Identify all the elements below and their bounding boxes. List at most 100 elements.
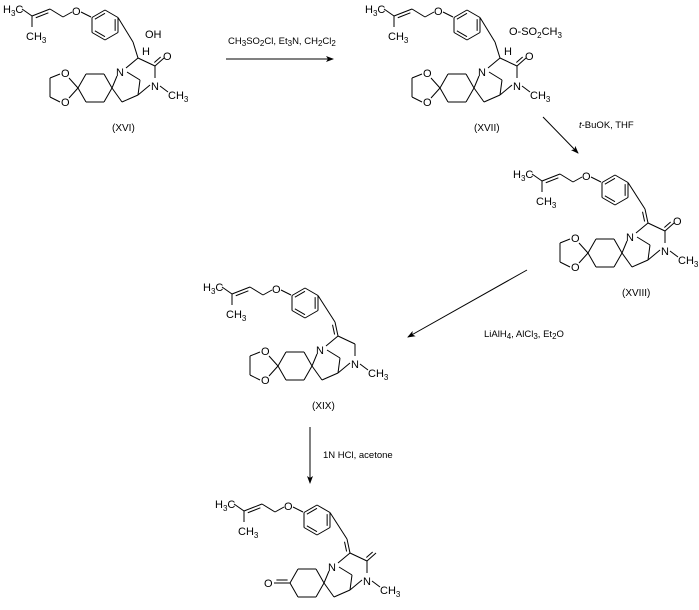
ring-double-bond (604, 195, 616, 203)
bond (317, 295, 336, 323)
bond (49, 96, 61, 103)
bond (499, 57, 518, 67)
bond (280, 289, 292, 296)
bond (233, 503, 245, 512)
bond (292, 506, 304, 513)
carbonyl-double-bond (664, 221, 671, 228)
carbonyl-double-bond (154, 57, 165, 67)
nitrogen: N (151, 81, 159, 93)
double-bond (35, 12, 49, 19)
bond (311, 365, 323, 381)
stereo-hydrogen: H (142, 46, 150, 58)
ketal-oxygen: O (423, 68, 432, 80)
ring-bond (466, 9, 481, 18)
cyclohexane-bond (103, 87, 113, 103)
bond (68, 87, 79, 99)
cyclohexane-bond (289, 582, 299, 598)
bond (121, 94, 139, 103)
exocyclic-double-bond (346, 538, 351, 554)
bond (62, 11, 73, 18)
bond (323, 570, 330, 584)
bond (349, 579, 363, 591)
bond (325, 335, 339, 347)
carbonyl-oxygen: O (673, 216, 682, 228)
ketal-oxygen: O (61, 68, 70, 80)
bridge-bond (337, 357, 341, 374)
ring-bond (304, 287, 319, 296)
nitrogen: N (363, 576, 371, 588)
bond (249, 351, 261, 357)
compound-label: (XVII) (474, 123, 500, 134)
ring-bond (291, 287, 306, 296)
ring-bond (601, 174, 616, 183)
bridge-bond (499, 79, 503, 96)
bond (499, 84, 513, 96)
n-methyl-label: CH3 (380, 585, 401, 599)
methyl-label: H3C (3, 4, 23, 18)
ketal-oxygen: O (571, 262, 580, 274)
nitrogen: N (661, 246, 669, 258)
exocyclic-double-bond (644, 208, 649, 224)
bond (274, 506, 285, 513)
carbonyl-double-bond (516, 57, 527, 67)
double-bond (243, 503, 263, 512)
exocyclic-double-bond (332, 324, 336, 335)
bond (329, 512, 348, 540)
cyclohexane-bond (277, 351, 287, 367)
bond (349, 552, 368, 562)
bond (572, 176, 583, 183)
exocyclic-double-bond (642, 211, 646, 222)
compound-label: (XIX) (312, 401, 335, 412)
bond (669, 250, 679, 258)
bond (411, 73, 423, 79)
mesylate-label: O-SO2CH3 (509, 26, 562, 40)
ether-oxygen: O (272, 284, 281, 296)
n-methyl-label: CH3 (168, 90, 189, 104)
cyclohexane-bond (439, 87, 449, 103)
bond (647, 249, 661, 261)
ring-bond (304, 310, 319, 319)
methyl-label: CH3 (536, 196, 557, 210)
bond (627, 182, 646, 210)
nitrogen: N (316, 345, 324, 357)
methyl-label: CH3 (226, 309, 247, 323)
double-bond (235, 290, 249, 297)
carbonyl-double-bond (366, 552, 377, 562)
nitrogen: N (478, 67, 486, 79)
bond (359, 363, 369, 371)
bond (494, 41, 501, 59)
reaction-arrow-3 (407, 269, 528, 338)
bond (268, 365, 279, 377)
carbonyl-double-bond (154, 56, 161, 63)
bond (49, 73, 61, 79)
ring-bond (453, 9, 468, 18)
bond (268, 355, 279, 367)
ring-double-bond (94, 30, 106, 38)
bond (137, 84, 151, 96)
ring-bond (104, 9, 119, 18)
bond (221, 286, 233, 295)
bond (321, 372, 339, 381)
bridge-bond (349, 574, 353, 591)
bond (590, 176, 602, 183)
ring-bond (104, 32, 119, 41)
reagents-step-2: t-BuOK, THF (579, 120, 634, 131)
ring-bond (614, 197, 629, 206)
ring-bond (316, 504, 331, 513)
exocyclic-double-bond (334, 321, 339, 337)
bond (49, 8, 64, 18)
bond (249, 286, 264, 296)
ring-bond (291, 310, 306, 319)
bond (487, 57, 501, 69)
ketal-oxygen: O (61, 97, 70, 109)
bond (473, 87, 485, 103)
bond (483, 94, 501, 103)
bond (411, 96, 423, 103)
nitrogen: N (328, 562, 336, 574)
bond (621, 240, 628, 254)
cyclohexane-bond (77, 73, 87, 89)
n-methyl-label: CH3 (368, 368, 389, 382)
ketone-oxygen: O (264, 578, 273, 590)
